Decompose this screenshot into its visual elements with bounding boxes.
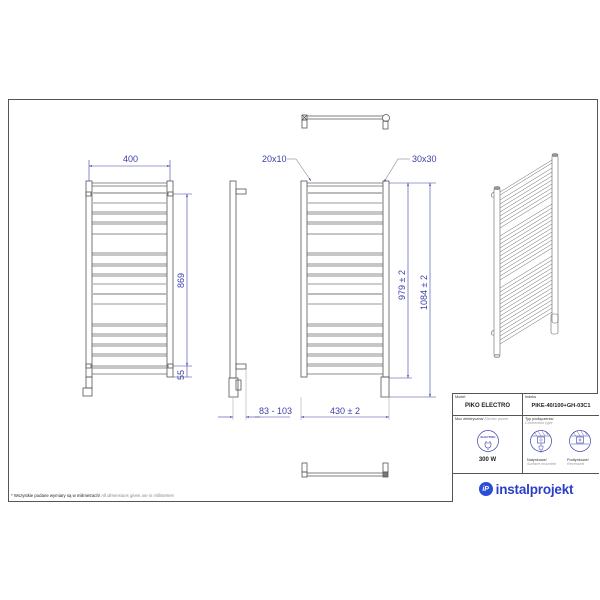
brand-logo: iP instalprojekt xyxy=(453,473,599,504)
brand-badge-icon: iP xyxy=(478,482,493,496)
recessed-icon xyxy=(569,430,591,452)
index-value: PIKE-40/100+GH-03C1 xyxy=(531,403,591,409)
surface-mounted-label-pl: Natynkowe/ xyxy=(527,458,547,462)
model-label: Model xyxy=(455,395,466,399)
profile-30x30-label: 30x30 xyxy=(412,154,437,164)
bottom-dimension-55: 55 xyxy=(176,370,186,380)
side-view xyxy=(228,180,247,398)
depth-dimension: 83 - 103 xyxy=(259,406,292,416)
surface-mounted-label-en: Surface mounted xyxy=(527,462,556,467)
model-cell: Model PIKO ELECTRO xyxy=(453,394,523,416)
profile-20x10-label: 20x10 xyxy=(262,154,287,164)
bottom-view xyxy=(301,462,389,478)
front-view-2 xyxy=(300,180,390,398)
top-view xyxy=(301,114,390,130)
recessed-label-en: Recessed xyxy=(567,462,584,467)
power-value: 300 W xyxy=(478,457,497,463)
connection-label-en: Connection type xyxy=(525,421,553,426)
model-value: PIKO ELECTRO xyxy=(464,403,510,409)
width-dimension-400: 400 xyxy=(123,154,138,164)
power-label-pl: Moc elektryczna/ xyxy=(455,417,484,421)
index-cell: Indeks PIKE-40/100+GH-03C1 xyxy=(523,394,599,416)
front-view xyxy=(82,180,174,397)
svg-text:ELECTRIC: ELECTRIC xyxy=(481,435,497,439)
height-dimension-869: 869 xyxy=(176,273,186,288)
height-dimension-1084: 1084 ± 2 xyxy=(419,275,429,310)
brand-name: instalprojekt xyxy=(495,481,574,497)
electric-plug-icon: ELECTRIC xyxy=(477,430,499,452)
recessed-label-pl: Podtynkowe/ xyxy=(567,458,589,462)
connection-label-pl: Typ podłączenia/ xyxy=(525,417,554,421)
width-dimension-430: 430 ± 2 xyxy=(330,406,360,416)
surface-mounted-icon xyxy=(530,430,552,453)
power-label-en: Electric power xyxy=(483,417,509,421)
footnote-pl: * Wszystkie podane wymiary są w milimetr… xyxy=(11,493,101,498)
height-dimension-979: 979 ± 2 xyxy=(397,270,407,300)
index-label: Indeks xyxy=(525,395,537,399)
isometric-view xyxy=(491,153,559,358)
dimensions-footnote: * Wszystkie podane wymiary są w milimetr… xyxy=(11,493,174,498)
footnote-en: All dimensions given are in millimetres xyxy=(100,493,174,498)
title-block: Model PIKO ELECTRO Indeks PIKE-40/100+GH… xyxy=(452,393,599,504)
connection-cell: Typ podłączenia/Connection type Natynkow… xyxy=(523,416,599,473)
power-cell: Moc elektryczna/ Electric power ELECTRIC… xyxy=(453,416,523,473)
